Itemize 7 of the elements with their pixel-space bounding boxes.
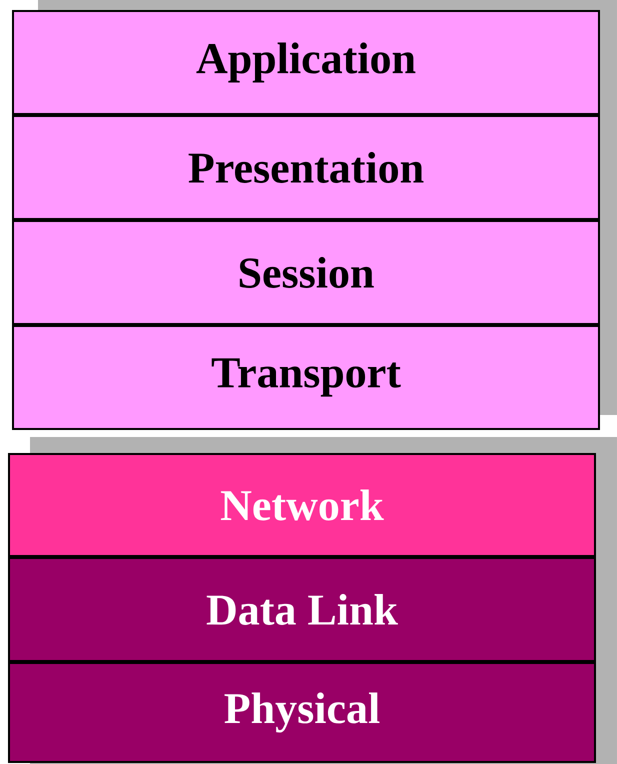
layer-box: Physical xyxy=(8,662,596,763)
layer-box: Network xyxy=(8,453,596,557)
layer-box: Application xyxy=(12,10,600,115)
layer-box: Presentation xyxy=(12,115,600,220)
layer-box: Transport xyxy=(12,325,600,430)
layer-box: Session xyxy=(12,220,600,325)
layer-box: Data Link xyxy=(8,557,596,662)
